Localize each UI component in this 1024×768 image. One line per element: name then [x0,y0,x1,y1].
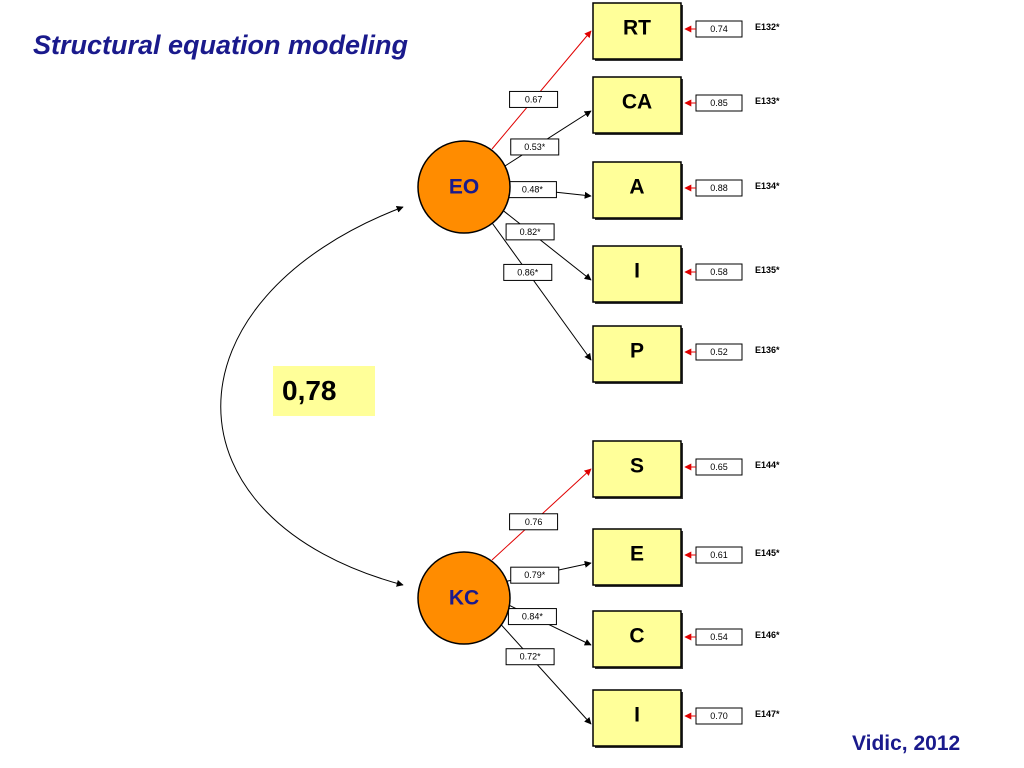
citation: Vidic, 2012 [852,732,961,755]
loading-label: 0.86* [517,267,539,277]
indicator-box [592,440,682,498]
indicator-label: E [630,543,644,566]
loading-box [509,90,559,108]
indicator-box [592,528,682,586]
path-arrow-eo-rt [491,30,592,150]
error-term-label: E133* [755,96,780,106]
error-variance: 0.74 [710,24,728,34]
factor-label: KC [449,587,479,610]
loading-label: 0.76 [525,517,543,527]
factor-eo-circle [417,140,511,234]
error-variance: 0.65 [710,462,728,472]
error-term-label: E147* [755,709,780,719]
indicator-label: CA [622,91,652,114]
error-term-label: E144* [755,460,780,470]
path-arrow-kc-i [485,607,592,725]
error-variance: 0.85 [710,98,728,108]
indicator-box [592,245,682,303]
correlation-box: 0,78 [273,366,375,416]
indicator-label: C [629,625,644,648]
loading-label: 0.53* [524,142,546,152]
error-variance: 0.52 [710,347,728,357]
indicator-box [592,325,682,383]
indicator-label: A [629,176,644,199]
indicator-label: RT [623,17,651,40]
loading-label: 0.48* [522,185,544,195]
error-term-label: E136* [755,345,780,355]
loading-label: 0.84* [522,612,544,622]
indicator-box [592,161,682,219]
error-term-label: E145* [755,548,780,558]
loading-label: 0.72* [520,652,542,662]
loading-box [505,223,555,241]
loading-box [503,263,553,281]
indicator-label: P [630,340,644,363]
error-variance: 0.88 [710,183,728,193]
indicator-box [592,689,682,747]
error-variance: 0.54 [710,632,728,642]
loading-box [509,513,559,531]
loading-box [510,566,560,584]
error-term-label: E132* [755,22,780,32]
indicator-label: I [634,704,640,727]
factor-kc-circle [417,551,511,645]
loading-label: 0.79* [524,570,546,580]
path-arrow-eo-p [481,208,592,361]
factor-label: EO [449,176,479,199]
correlation-curve [220,205,404,587]
correlation-value: 0,78 [282,375,337,406]
loading-box [510,138,560,156]
error-variance: 0.61 [710,550,728,560]
indicator-box [592,76,682,134]
error-term-label: E146* [755,630,780,640]
error-variance: 0.70 [710,711,728,721]
error-term-label: E135* [755,265,780,275]
loading-box [507,608,557,626]
loading-label: 0.82* [520,227,542,237]
error-term-label: E134* [755,181,780,191]
indicator-label: I [634,260,640,283]
loading-label: 0.67 [525,94,543,104]
indicator-box [592,2,682,60]
error-variance: 0.58 [710,267,728,277]
indicator-box [592,610,682,668]
loading-box [505,648,555,666]
indicator-label: S [630,455,644,478]
slide-title: Structural equation modeling [33,30,409,60]
